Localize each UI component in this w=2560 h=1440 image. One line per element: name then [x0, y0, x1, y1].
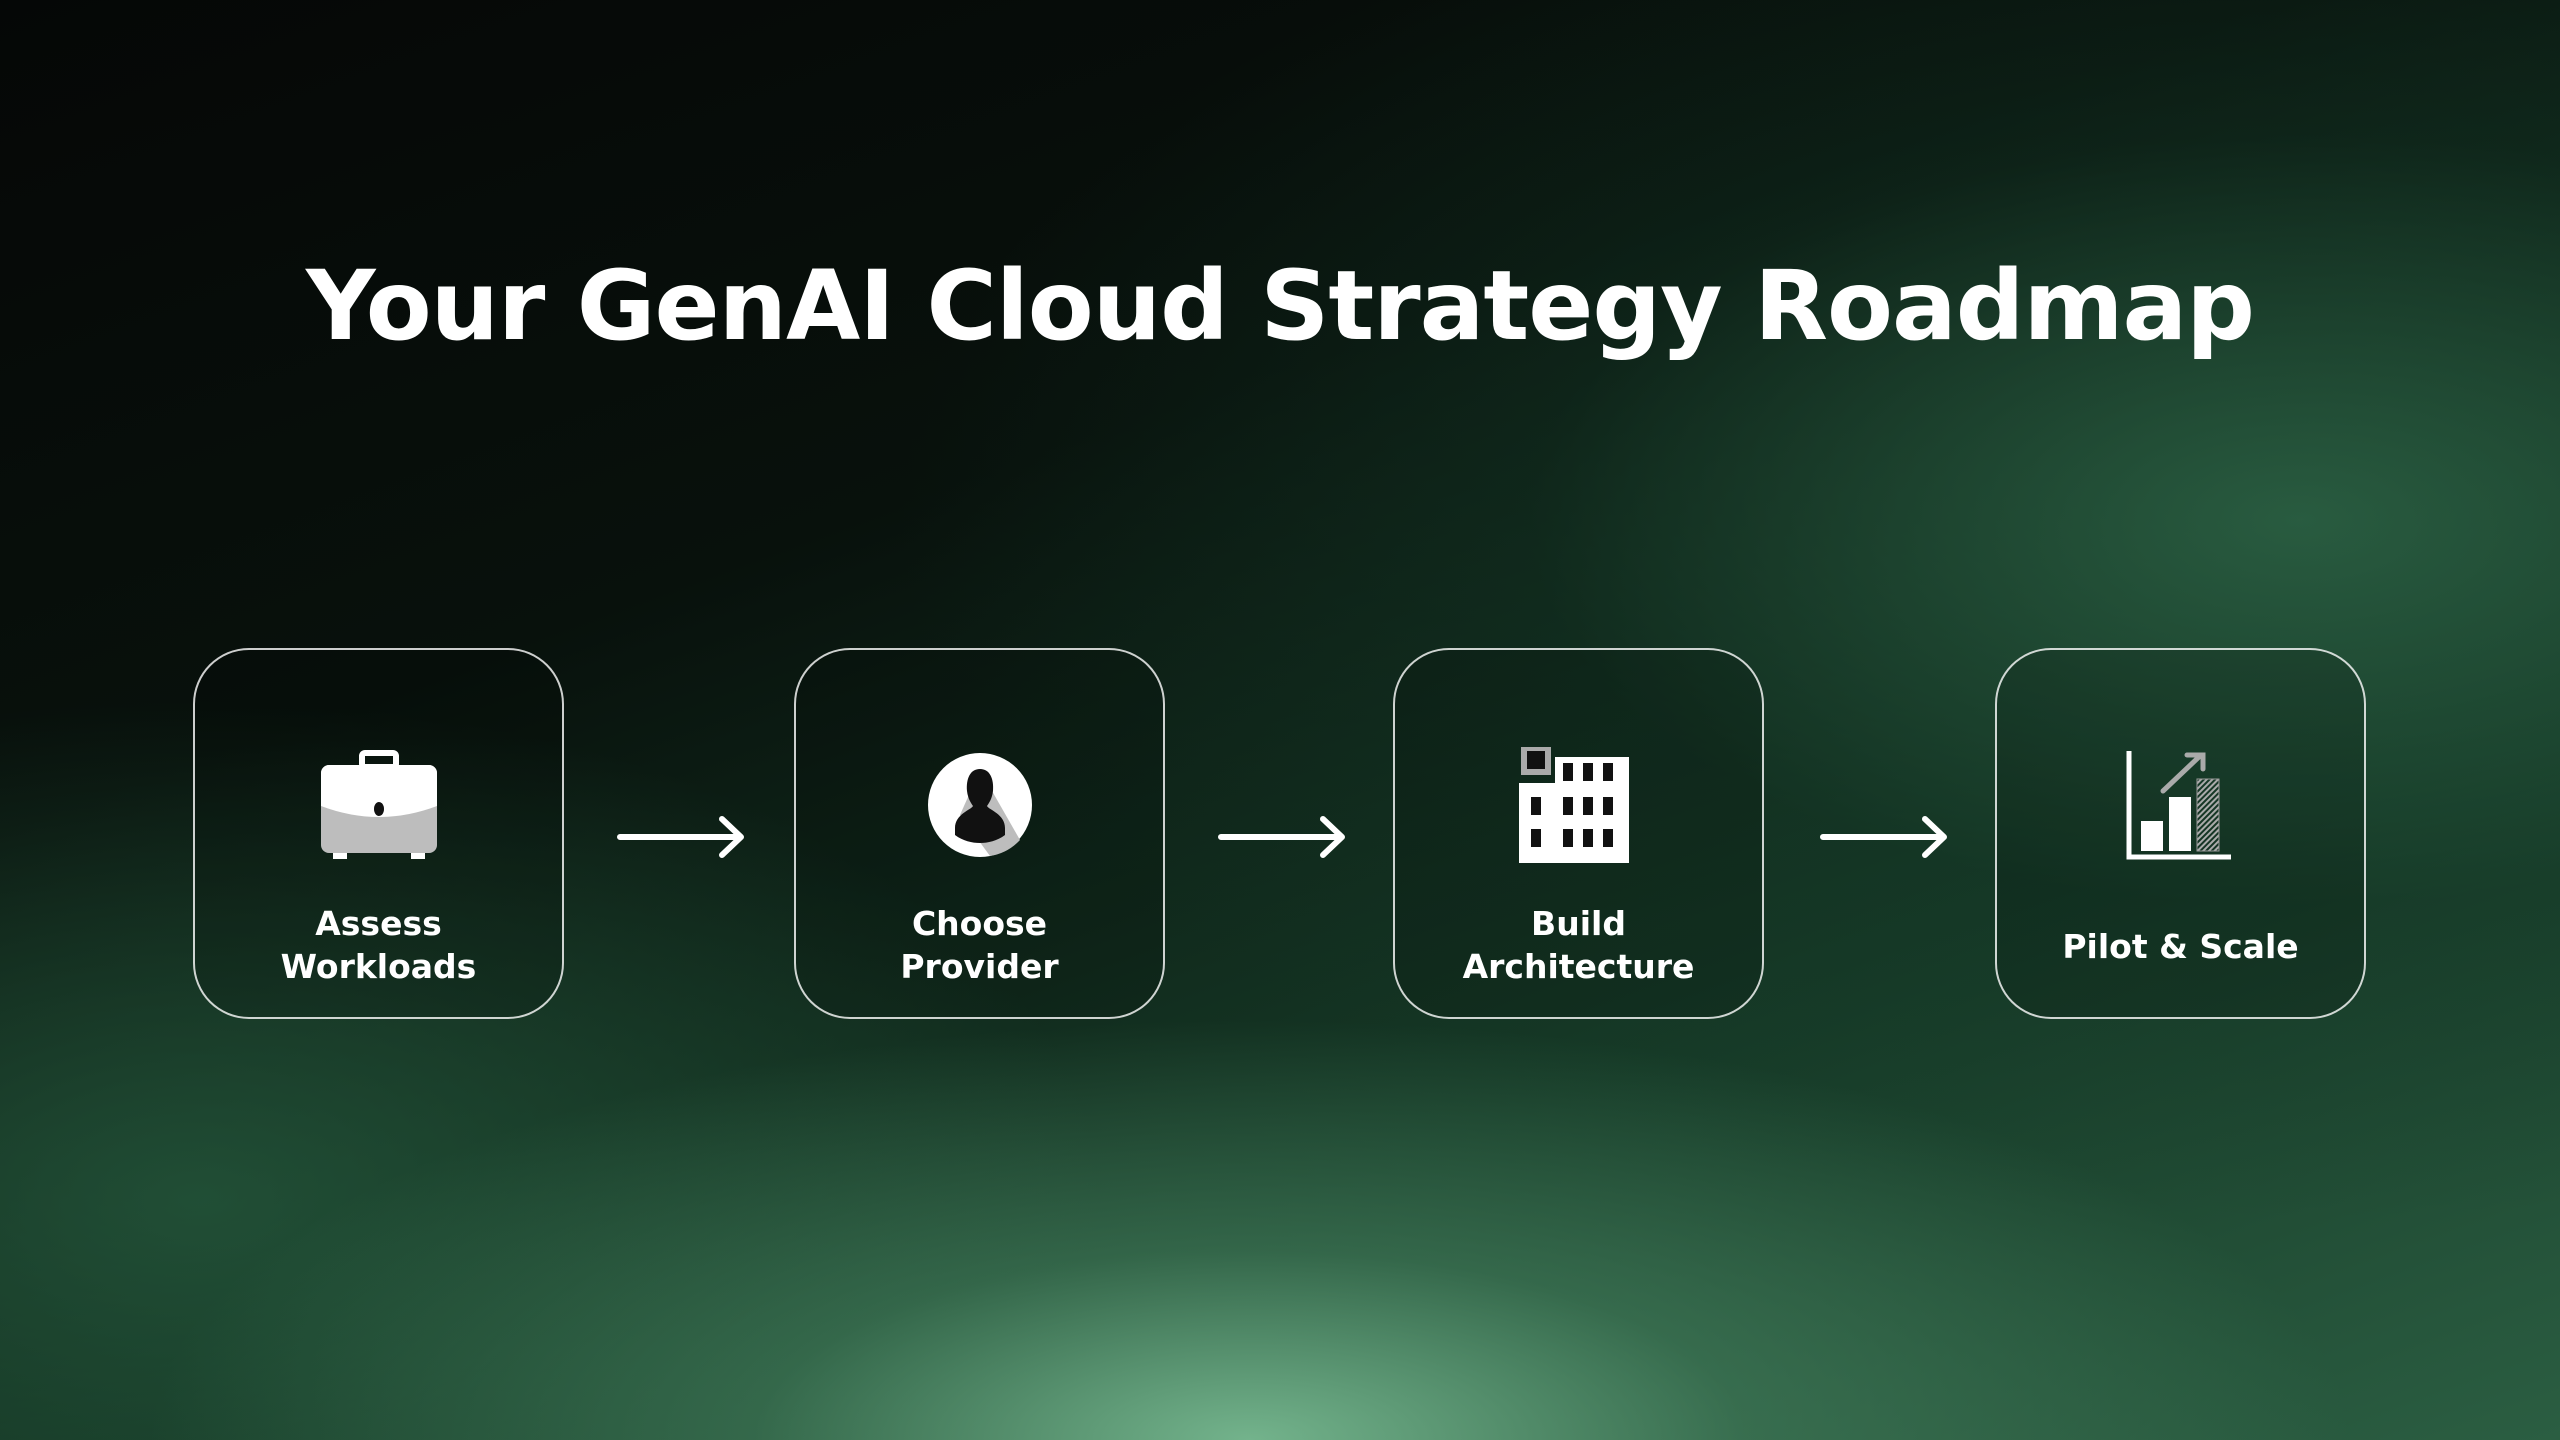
- bar-chart-growth-icon: [2126, 751, 2231, 860]
- page-title: Your GenAI Cloud Strategy Roadmap: [305, 250, 2255, 362]
- step-label-line: Architecture: [1462, 947, 1695, 986]
- step-label-line: Provider: [900, 947, 1059, 986]
- arrow-right-icon: [617, 816, 744, 858]
- step-pilot-scale: Pilot & Scale: [1995, 648, 2366, 1019]
- step-label: Choose Provider: [796, 902, 1163, 988]
- step-label-line: Pilot & Scale: [2062, 927, 2299, 966]
- arrow-right-icon: [1820, 816, 1947, 858]
- step-label-line: Build: [1531, 904, 1626, 943]
- user-icon: [927, 753, 1032, 857]
- arrow-right-icon: [1218, 816, 1345, 858]
- building-icon: [1518, 747, 1629, 863]
- step-label: Assess Workloads: [195, 902, 562, 988]
- step-label: Pilot & Scale: [1997, 925, 2364, 968]
- step-label-line: Workloads: [280, 947, 477, 986]
- step-label-line: Assess: [315, 904, 442, 943]
- step-label: Build Architecture: [1395, 902, 1762, 988]
- step-build-architecture: Build Architecture: [1393, 648, 1764, 1019]
- step-choose-provider: Choose Provider: [794, 648, 1165, 1019]
- step-assess-workloads: Assess Workloads: [193, 648, 564, 1019]
- step-label-line: Choose: [911, 904, 1048, 943]
- briefcase-icon: [320, 750, 437, 859]
